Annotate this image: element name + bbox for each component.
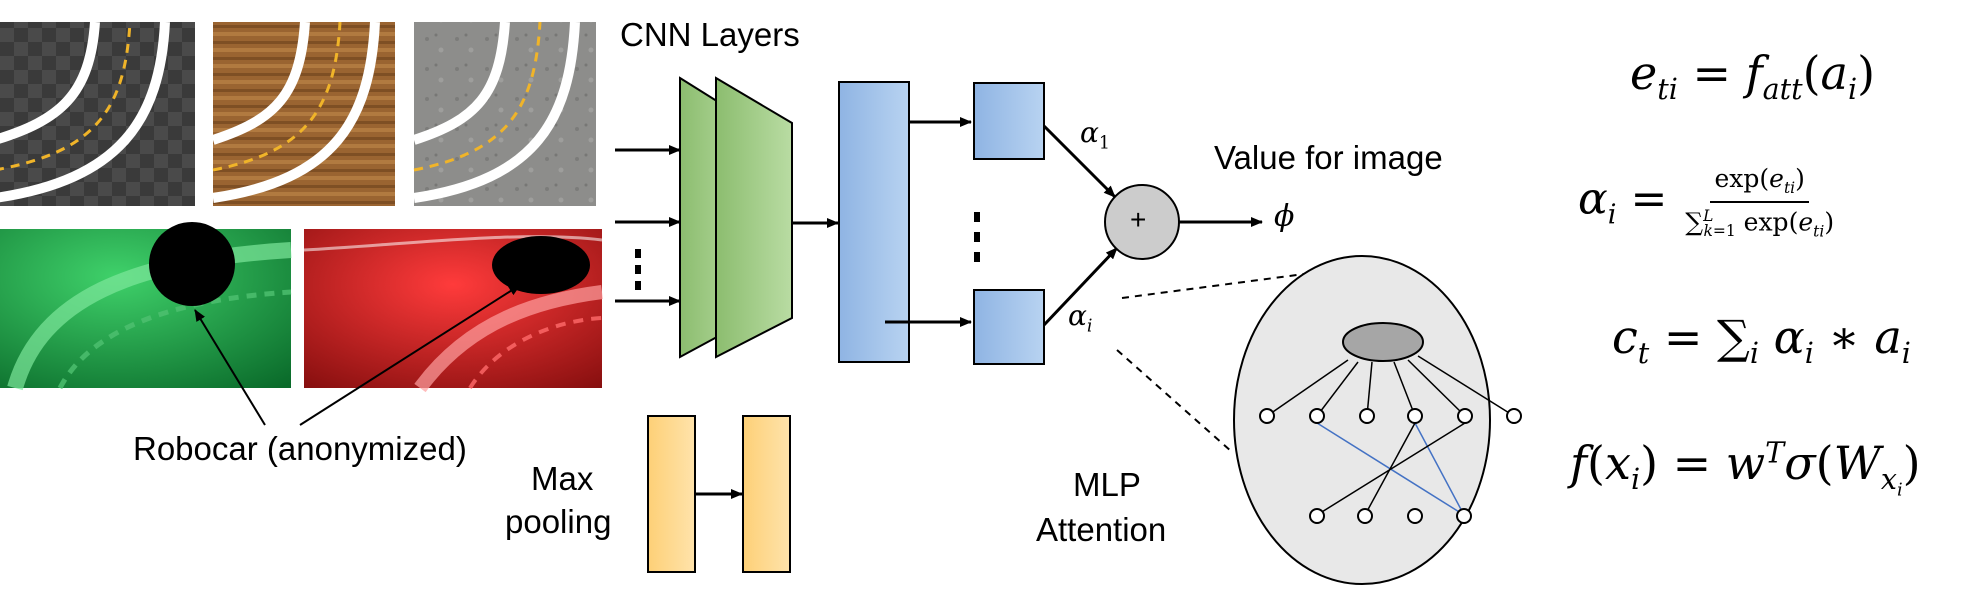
track-image-checker [0, 21, 195, 206]
equation-softmax: αi = exp(eti) ∑Lk=1 exp(eti) [1578, 164, 1835, 241]
max-pooling-box [742, 415, 791, 573]
mlp-cross-edges [1316, 422, 1466, 516]
zoom-dashed-line [1116, 349, 1233, 453]
feature-map-box [838, 81, 910, 363]
equation-context: ct = ∑i αi ∗ ai [1612, 310, 1911, 371]
alpha-1-arrow [1042, 124, 1117, 199]
max-pooling-box [647, 415, 696, 573]
equation-mlp: f(xi) = wTσ(Wxi) [1570, 436, 1921, 501]
equation-energy: eti = fatt(ai) [1630, 46, 1876, 107]
vertical-ellipsis-dots [974, 212, 980, 262]
sum-symbol: + [1130, 204, 1147, 235]
cnn-layers-label: CNN Layers [620, 16, 800, 53]
phi-label: ϕ [1274, 199, 1295, 234]
value-for-image-label: Value for image [1214, 139, 1443, 176]
annotation-vector-i [973, 289, 1045, 365]
robocar-label: Robocar (anonymized) [133, 430, 467, 467]
robocar-pointer-line [194, 309, 266, 426]
robocar-green-photo [0, 222, 292, 391]
track-image-concrete [412, 21, 596, 206]
robocar-pointer-line [299, 284, 521, 426]
max-pooling-label-pooling: pooling [505, 503, 612, 540]
annotation-vector-1 [973, 82, 1045, 160]
alpha-1-label: α1 [1080, 116, 1110, 154]
alpha-i-arrow [1042, 246, 1119, 327]
anonymized-car-blob [149, 222, 235, 306]
mlp-input-layer-nodes [1309, 508, 1472, 524]
vertical-ellipsis-dots [635, 249, 641, 290]
mlp-output-node [1342, 322, 1424, 362]
robocar-red-photo [303, 229, 603, 393]
anonymized-car-blob [492, 236, 590, 294]
mlp-top-edges [1266, 355, 1515, 417]
alpha-i-label: αi [1068, 299, 1093, 337]
max-pooling-label-max: Max [531, 460, 594, 497]
attention-label: Attention [1036, 511, 1167, 548]
cnn-layer-trapezoid [715, 76, 793, 359]
zoom-dashed-line [1121, 272, 1313, 299]
mlp-hidden-layer-nodes [1259, 408, 1522, 424]
track-image-wood [211, 21, 395, 206]
mlp-label: MLP [1073, 466, 1141, 503]
